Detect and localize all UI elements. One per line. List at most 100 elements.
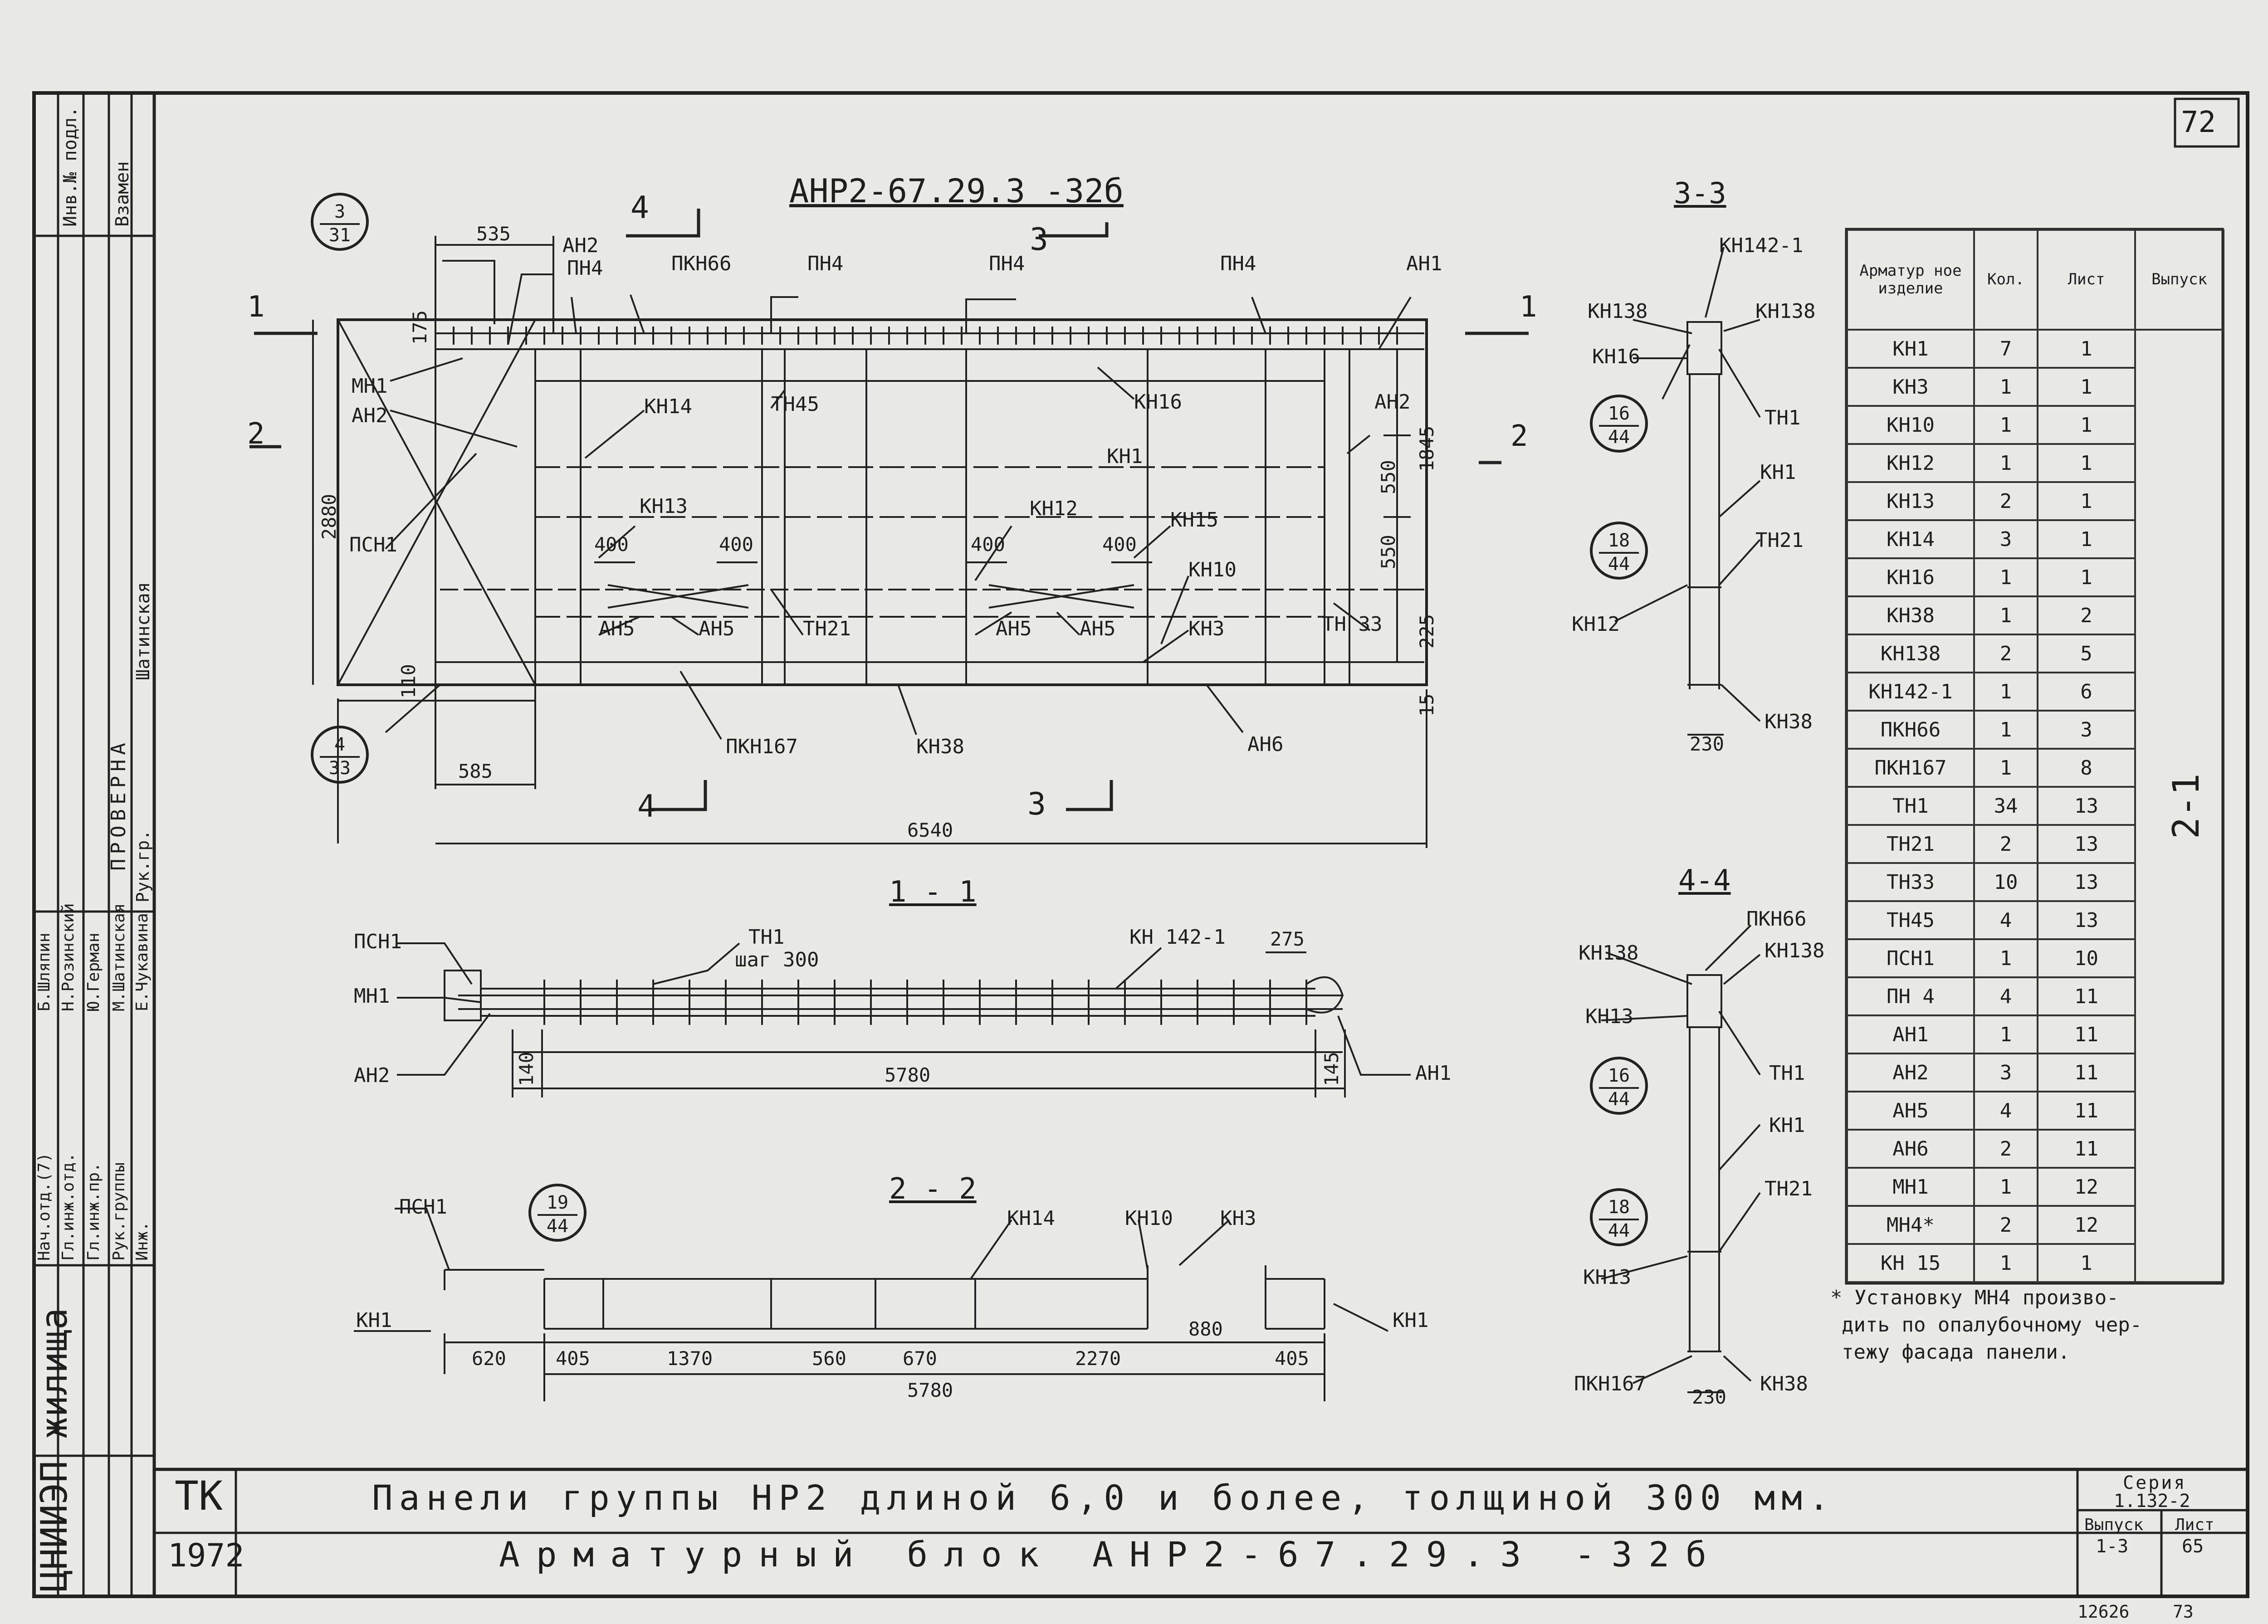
spec-cell: 2 (1973, 1129, 2038, 1169)
section-title-4-4: 4-4 (1678, 864, 1731, 897)
spec-cell: 2 (1973, 481, 2038, 521)
spec-cell: 4 (1973, 976, 2038, 1016)
spec-cell: 1 (2037, 443, 2136, 483)
spec-cell: 4 (1973, 1091, 2038, 1131)
checker-name: Шатинская (133, 582, 154, 680)
spec-cell: 13 (2037, 862, 2136, 902)
spec-cell: 13 (2037, 824, 2136, 864)
replace-header: Взамен (112, 161, 133, 227)
spec-cell: МН4* (1846, 1205, 1975, 1245)
role-label: Гл.инж.отд. (59, 1152, 78, 1261)
drawing-title: АНР2-67.29.3 -32б (789, 172, 1124, 210)
dimension: 550 (1377, 535, 1399, 569)
label-kn138: КН138 (1755, 300, 1816, 323)
spec-cell: АН1 (1846, 1014, 1975, 1054)
spec-cell: 11 (2037, 1091, 2136, 1131)
spec-cell: АН6 (1846, 1129, 1975, 1169)
label-kn38: КН38 (916, 735, 964, 758)
spec-cell: 1 (1973, 367, 2038, 407)
dimension: 400 (971, 533, 1005, 556)
sheet-value: 65 (2182, 1536, 2204, 1557)
spec-cell: 1 (2037, 367, 2136, 407)
spec-cell: 12 (2037, 1205, 2136, 1245)
label-ah5: АН5 (699, 617, 735, 640)
label-tn1: ТН1 (1769, 1062, 1805, 1085)
section-mark-4-bottom: 4 (637, 789, 656, 824)
role-label: Нач.отд.(7) (35, 1152, 54, 1261)
note-line: * Установку МН4 произво- (1830, 1286, 2119, 1309)
spec-header-cell: Арматур ное изделие (1846, 229, 1975, 331)
spec-cell: ТН1 (1846, 786, 1975, 826)
section-mark-4-top: 4 (631, 190, 649, 226)
spec-cell: 2 (1973, 1205, 2038, 1245)
dimension: 535 (476, 223, 511, 245)
label-mn1: МН1 (352, 375, 388, 398)
label-ah2: АН2 (562, 234, 599, 257)
spec-cell: КН12 (1846, 443, 1975, 483)
person-name: Е.Чукавина (133, 913, 152, 1011)
dimension: 670 (903, 1347, 937, 1370)
spec-cell: ПКН66 (1846, 710, 1975, 750)
spec-cell: 34 (1973, 786, 2038, 826)
issue-value: 1-3 (2096, 1536, 2129, 1557)
label-kn15: КН15 (1170, 508, 1218, 532)
label-kn3: КН3 (1188, 617, 1225, 640)
spec-cell: КН 15 (1846, 1243, 1975, 1283)
label-psn1: ПСН1 (399, 1195, 447, 1219)
spec-cell: МН1 (1846, 1167, 1975, 1207)
section-mark-1-left: 1 (247, 290, 265, 324)
spec-cell: 5 (2037, 634, 2136, 673)
label-kn14: КН14 (644, 395, 692, 418)
title-line-2: Арматурный блок АНР2-67.29.3 -32б (499, 1534, 1723, 1575)
label-kn38: КН38 (1765, 710, 1813, 733)
spec-issue-cell (2134, 329, 2224, 1283)
sheet-number: 72 (2181, 106, 2216, 139)
spec-cell: 2 (1973, 634, 2038, 673)
spec-cell: КН142-1 (1846, 672, 1975, 712)
issue-label: Выпуск (2084, 1516, 2144, 1534)
spec-cell: 1 (2037, 481, 2136, 521)
spec-cell: 1 (1973, 595, 2038, 635)
label-kn13: КН13 (640, 495, 688, 518)
label-psn1: ПСН1 (349, 533, 397, 556)
spec-cell: АН2 (1846, 1053, 1975, 1092)
section-mark-3-bottom: 3 (1027, 786, 1046, 822)
dimension: 560 (812, 1347, 846, 1370)
dimension: 140 (515, 1052, 538, 1086)
label-tn21: ТН21 (803, 617, 851, 640)
spec-cell: 11 (2037, 976, 2136, 1016)
section-mark-1-right: 1 (1520, 290, 1537, 324)
label-ah6: АН6 (1247, 733, 1284, 756)
dimension: 15 (1416, 693, 1438, 717)
section-mark-3-top: 3 (1030, 222, 1048, 258)
label-kn3: КН3 (1220, 1207, 1256, 1230)
label-tn1: ТН1 (1765, 406, 1801, 429)
archive-number: 12626 (2077, 1602, 2130, 1622)
spec-cell: 1 (1973, 405, 2038, 445)
role-label: Рук.группы (110, 1162, 128, 1261)
inventory-header: Инв.№ подл. (60, 107, 81, 227)
spec-cell: ПСН1 (1846, 938, 1975, 978)
dimension: 2880 (318, 493, 340, 540)
label-pkn167: ПКН167 (1574, 1372, 1646, 1395)
spec-cell: КН138 (1846, 634, 1975, 673)
spec-cell: 1 (1973, 748, 2038, 788)
label-tn33: ТН 33 (1322, 613, 1383, 636)
spec-cell: 10 (1973, 862, 2038, 902)
section-title-3-3: 3-3 (1674, 177, 1726, 210)
spec-cell: 1 (1973, 710, 2038, 750)
